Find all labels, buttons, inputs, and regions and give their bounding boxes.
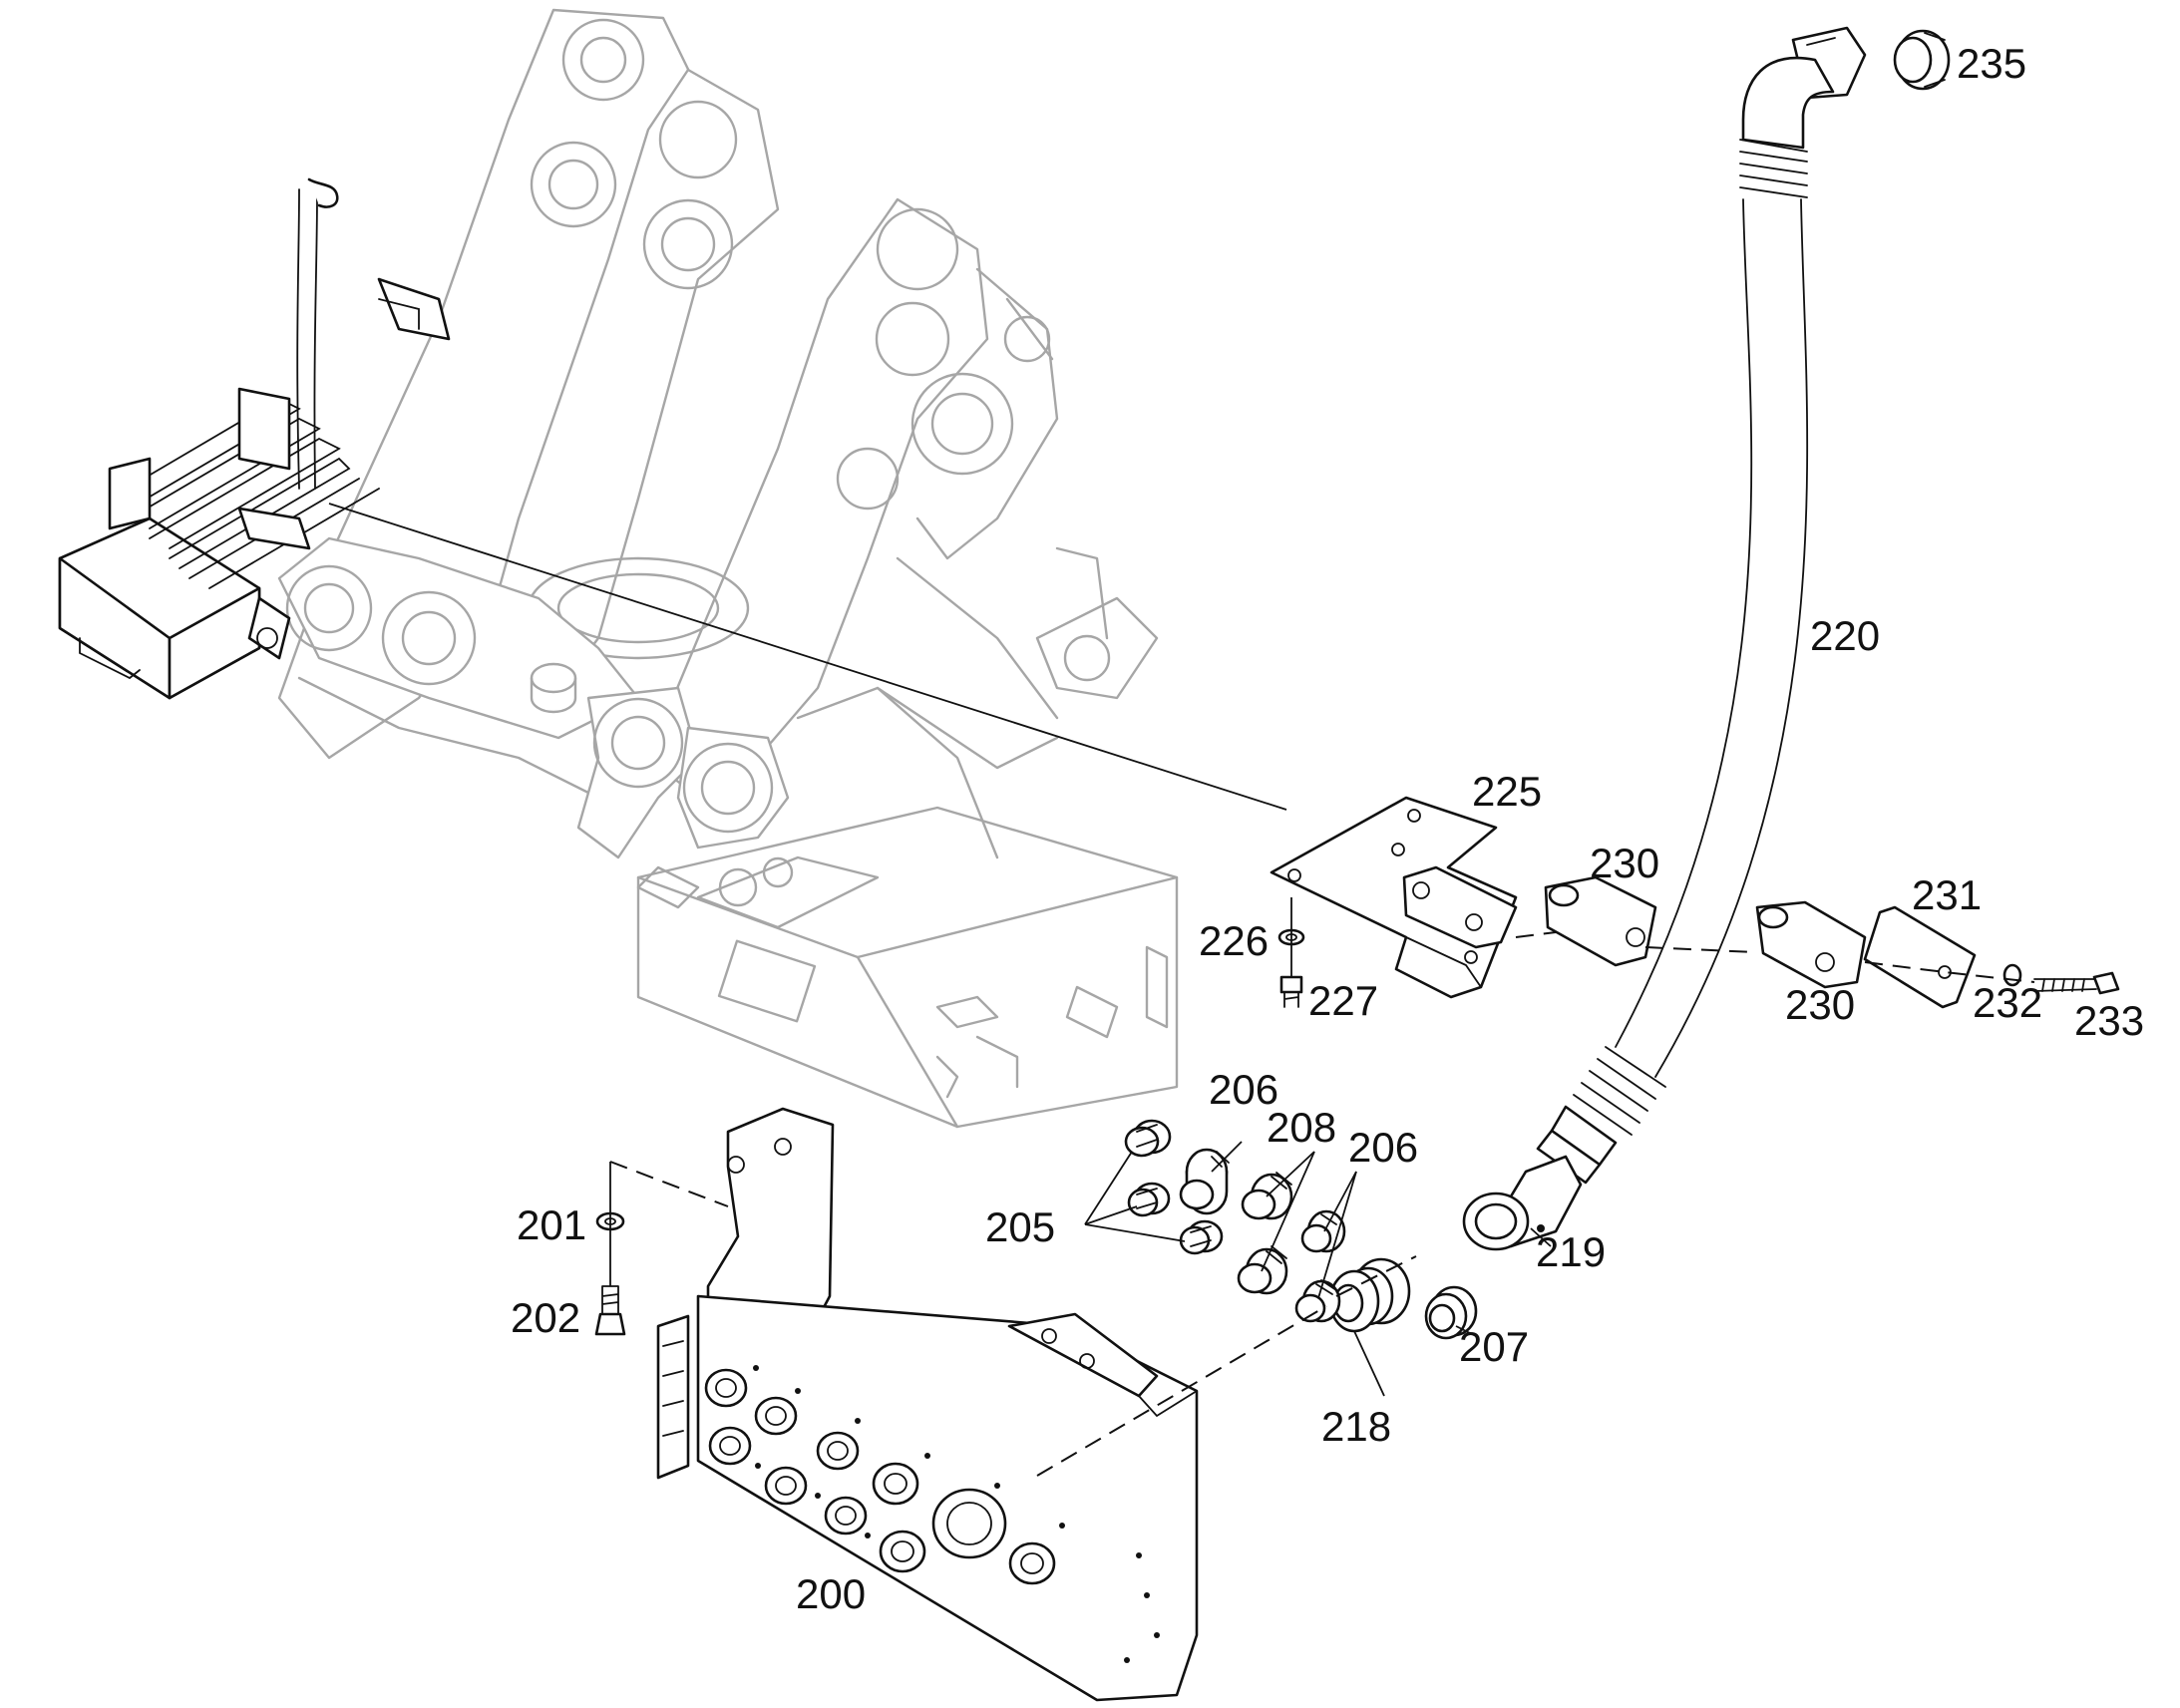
callout-205: 205	[985, 1203, 1055, 1250]
bolt-202	[594, 1285, 626, 1336]
callout-231: 231	[1912, 871, 1982, 918]
callout-labels: 235 220 225 230 231 226 227 230 232 233 …	[511, 40, 2144, 1617]
callout-202: 202	[511, 1294, 580, 1341]
clamp-axis-dashed	[1515, 931, 2035, 983]
plug-207	[1424, 1285, 1478, 1340]
callout-225: 225	[1472, 768, 1542, 815]
machine-frame-ghost	[277, 8, 1179, 1129]
elbow-fitting-219	[1462, 1155, 1583, 1251]
callout-235: 235	[1957, 40, 2026, 87]
callout-219: 219	[1536, 1228, 1606, 1275]
callout-206-top: 206	[1209, 1066, 1278, 1113]
clamp-230-right	[1755, 900, 1867, 989]
fitting-206-c	[1294, 1279, 1341, 1323]
callout-206-right: 206	[1348, 1124, 1418, 1171]
callout-201: 201	[517, 1201, 586, 1248]
callout-220: 220	[1810, 612, 1880, 659]
fitting-206-a	[1179, 1148, 1230, 1215]
callout-226: 226	[1199, 917, 1269, 964]
callout-218: 218	[1321, 1403, 1391, 1450]
fitting-205-c	[1179, 1219, 1224, 1255]
bracket-200	[656, 1107, 1199, 1702]
fitting-205-b	[1127, 1182, 1171, 1217]
fitting-205-a	[1124, 1119, 1172, 1158]
callout-207: 207	[1459, 1323, 1529, 1370]
callout-233: 233	[2074, 997, 2144, 1044]
bracket-axis-dashed	[609, 1161, 1417, 1477]
callout-leaders	[1084, 1141, 1552, 1397]
adapter-218	[1325, 1257, 1411, 1333]
hose-rack-assembly	[58, 177, 451, 700]
callout-230-bottom: 230	[1785, 981, 1855, 1028]
screw-227	[1279, 975, 1303, 1008]
fitting-208-b	[1237, 1245, 1288, 1295]
assembly-leader-line	[328, 503, 1287, 811]
callout-208: 208	[1267, 1104, 1336, 1151]
callout-230-top: 230	[1590, 840, 1659, 886]
plate-231	[1863, 905, 1977, 1009]
clamp-230-left	[1544, 875, 1657, 967]
fitting-group	[1124, 1119, 1346, 1323]
callout-227: 227	[1308, 977, 1378, 1024]
hose-220	[1536, 26, 1867, 1185]
fitting-208-a	[1241, 1172, 1293, 1220]
screw-233	[2033, 971, 2120, 995]
callout-232: 232	[1973, 979, 2042, 1026]
plate-225	[1270, 796, 1518, 999]
callout-200: 200	[796, 1570, 866, 1617]
cap-235	[1893, 29, 1951, 91]
